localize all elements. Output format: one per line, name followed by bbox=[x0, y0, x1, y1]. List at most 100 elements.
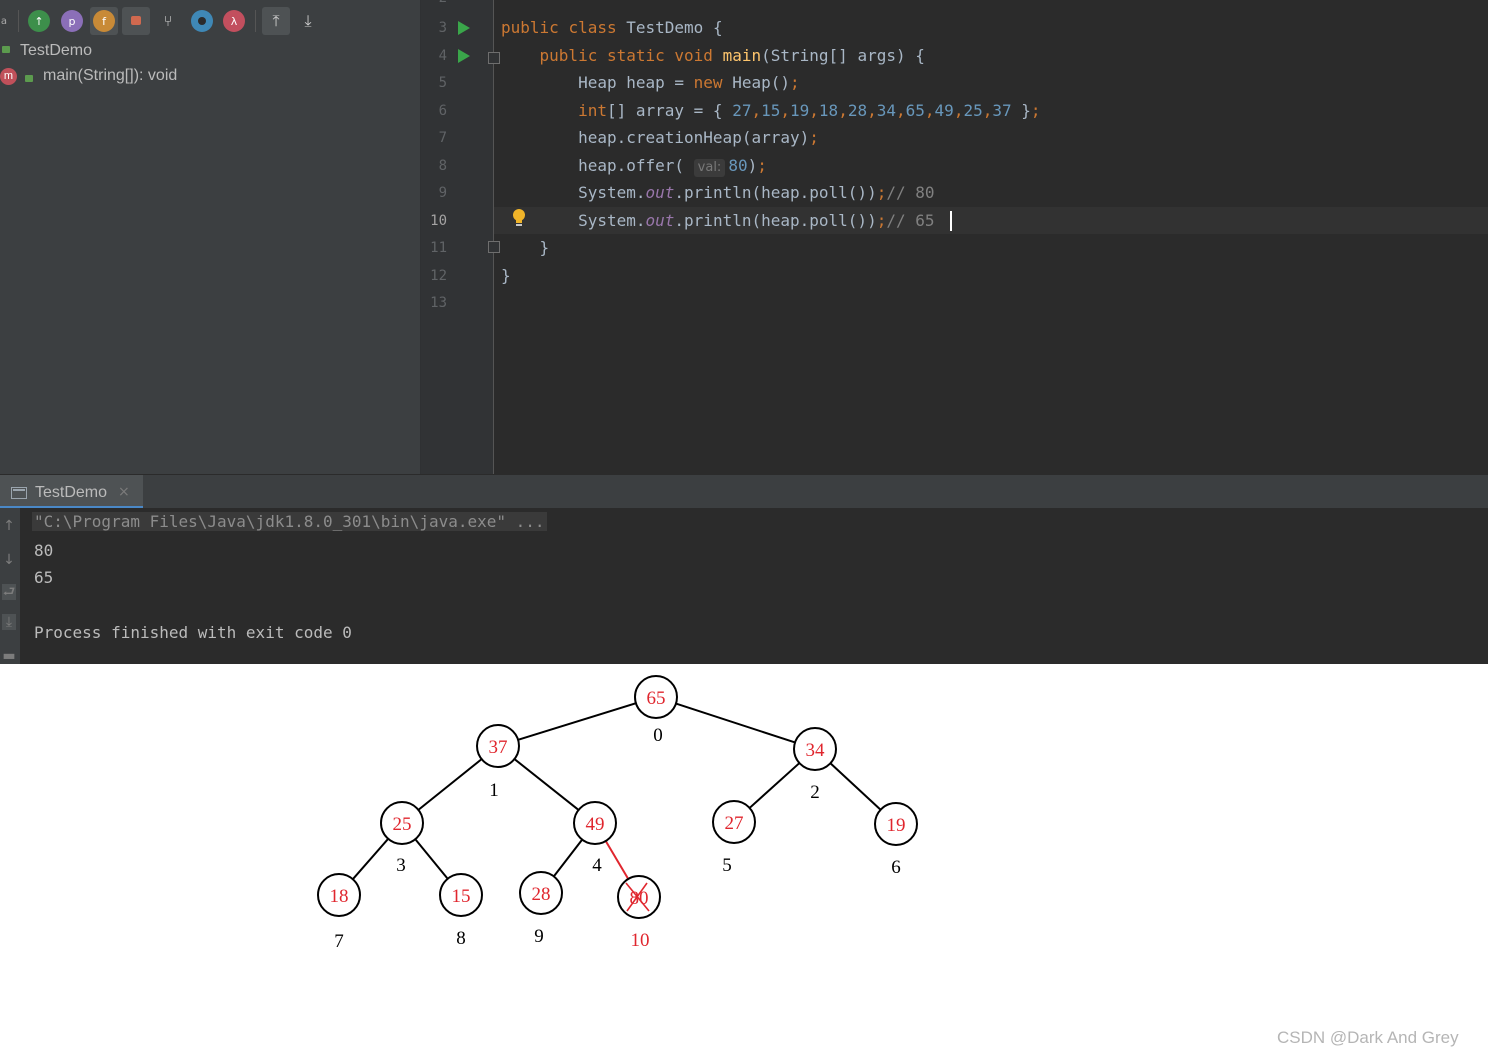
semicolon: ; bbox=[1030, 101, 1041, 120]
sort-alpha-icon[interactable]: a bbox=[0, 15, 8, 27]
tree-node-circle bbox=[317, 873, 361, 917]
fork-icon[interactable]: ⑂ bbox=[163, 12, 173, 30]
run-class-icon[interactable] bbox=[458, 21, 470, 35]
console-output[interactable]: "C:\Program Files\Java\jdk1.8.0_301\bin\… bbox=[20, 508, 1488, 664]
line-number: 2 bbox=[421, 0, 447, 6]
lambda-icon[interactable]: λ bbox=[223, 10, 245, 32]
inherited-icon[interactable]: ↑ bbox=[28, 10, 50, 32]
code-line[interactable]: } bbox=[501, 238, 550, 258]
number: 25 bbox=[963, 101, 983, 120]
run-tab[interactable]: TestDemo × bbox=[0, 475, 143, 509]
tree-node-index: 5 bbox=[722, 855, 732, 876]
number: 27 bbox=[732, 101, 752, 120]
code-text: .println(heap.poll()) bbox=[674, 211, 877, 230]
params: (String[] args) { bbox=[761, 46, 925, 65]
circle-icon[interactable] bbox=[191, 10, 213, 32]
tree-edge bbox=[604, 840, 630, 880]
keyword: class bbox=[568, 18, 617, 37]
code-text: [] array = { bbox=[606, 101, 733, 120]
method-identifier: main bbox=[722, 46, 762, 65]
tree-item-class[interactable]: TestDemo bbox=[0, 42, 92, 64]
run-sidebar: ↑ ↓ ⮐ ⤓ ▬ bbox=[0, 508, 20, 664]
tree-node-value: 34 bbox=[806, 740, 826, 761]
scroll-up-icon[interactable]: ↑ bbox=[3, 518, 15, 534]
tree-node-index: 8 bbox=[456, 928, 466, 949]
comment: // 80 bbox=[886, 183, 935, 202]
tree-node-value: 15 bbox=[452, 886, 471, 907]
tree-node-value: 37 bbox=[489, 737, 508, 758]
tree-item-method[interactable]: m main(String[]): void bbox=[0, 67, 300, 89]
heap-diagram: 6503713422534942751961871582898010 bbox=[317, 675, 918, 952]
tree-node-index: 1 bbox=[489, 780, 499, 801]
number: 80 bbox=[728, 156, 748, 175]
tree-edge bbox=[675, 702, 796, 744]
class-lock-icon bbox=[2, 46, 10, 53]
static-field: out bbox=[645, 183, 675, 202]
number: 37 bbox=[992, 101, 1012, 120]
keyword: public bbox=[539, 46, 598, 65]
text-caret bbox=[950, 211, 952, 231]
non-public-toggle[interactable] bbox=[122, 7, 150, 35]
field-toggle[interactable]: f bbox=[90, 7, 118, 35]
tree-nodes: 6503713422534942751961871582898010 bbox=[317, 675, 918, 952]
collapse-icon[interactable]: ⤓ bbox=[304, 11, 312, 30]
code-line[interactable]: System.out.println(heap.poll());// 65 bbox=[501, 211, 934, 231]
code-line[interactable]: public static void main(String[] args) { bbox=[501, 46, 925, 66]
line-number: 10 bbox=[430, 213, 447, 229]
method-lock-icon bbox=[25, 75, 33, 82]
tree-node-index: 2 bbox=[810, 782, 820, 803]
tree-node-value: 27 bbox=[725, 813, 744, 834]
tree-node-circle bbox=[573, 801, 617, 845]
code-line[interactable]: public class TestDemo { bbox=[501, 18, 723, 38]
line-number: 11 bbox=[430, 240, 447, 256]
property-icon[interactable]: p bbox=[61, 10, 83, 32]
tree-edge bbox=[513, 758, 580, 811]
semicolon: ; bbox=[876, 183, 887, 202]
fold-marker-icon[interactable] bbox=[488, 241, 500, 253]
print-icon[interactable]: ▬ bbox=[2, 648, 16, 664]
lightbulb-icon[interactable] bbox=[512, 208, 526, 228]
code-line[interactable]: } bbox=[501, 266, 511, 286]
code-line[interactable]: System.out.println(heap.poll());// 80 bbox=[501, 183, 935, 203]
keyword: new bbox=[693, 73, 723, 92]
line-number: 9 bbox=[438, 185, 447, 201]
structure-panel: a ↑ p f ⑂ λ ⤒ ⤓ TestDemo m main(String[]… bbox=[0, 0, 421, 474]
class-name-label: TestDemo bbox=[20, 42, 93, 59]
number: 28 bbox=[847, 101, 868, 120]
code-text: Heap() bbox=[732, 73, 790, 92]
keyword: static bbox=[606, 46, 665, 65]
code-line[interactable]: int[] array = { 27,15,19,18,28,34,65,49,… bbox=[578, 101, 1041, 120]
current-line-highlight bbox=[494, 207, 1488, 234]
code-line[interactable]: heap.offer( val:80); bbox=[501, 156, 767, 177]
tree-node-value: 19 bbox=[887, 815, 906, 836]
static-field: out bbox=[645, 211, 675, 230]
scroll-to-end-icon[interactable]: ⤓ bbox=[2, 614, 16, 630]
tree-node-circle bbox=[476, 724, 520, 768]
tree-node-value: 18 bbox=[330, 886, 349, 907]
code-line[interactable]: Heap heap = new Heap(); bbox=[501, 73, 800, 93]
console-line: 65 bbox=[34, 568, 54, 587]
soft-wrap-icon[interactable]: ⮐ bbox=[2, 584, 16, 600]
scroll-down-icon[interactable]: ↓ bbox=[3, 552, 15, 568]
tree-node-value: 49 bbox=[586, 814, 605, 835]
semicolon: ; bbox=[790, 73, 800, 92]
fold-marker-icon[interactable] bbox=[488, 52, 500, 64]
semicolon: ; bbox=[757, 156, 767, 175]
code-line[interactable]: heap.creationHeap(array); bbox=[501, 128, 819, 148]
keyword: void bbox=[674, 46, 713, 65]
tree-node-circle bbox=[634, 675, 678, 719]
expand-icon[interactable]: ⤒ bbox=[262, 7, 290, 35]
tree-edge bbox=[414, 838, 449, 880]
field-icon: f bbox=[93, 10, 115, 32]
watermark: CSDN @Dark And Grey bbox=[1277, 1028, 1459, 1047]
number: 65 bbox=[905, 101, 925, 120]
number: 49 bbox=[934, 101, 954, 120]
console-icon bbox=[11, 487, 27, 499]
run-tab-label: TestDemo bbox=[35, 484, 108, 501]
tree-node-circle bbox=[793, 727, 837, 771]
tree-edges bbox=[352, 702, 882, 880]
close-icon[interactable]: × bbox=[118, 484, 130, 500]
code-text: heap.offer( bbox=[578, 156, 694, 175]
run-main-icon[interactable] bbox=[458, 49, 470, 63]
tree-node-index: 9 bbox=[534, 926, 544, 947]
